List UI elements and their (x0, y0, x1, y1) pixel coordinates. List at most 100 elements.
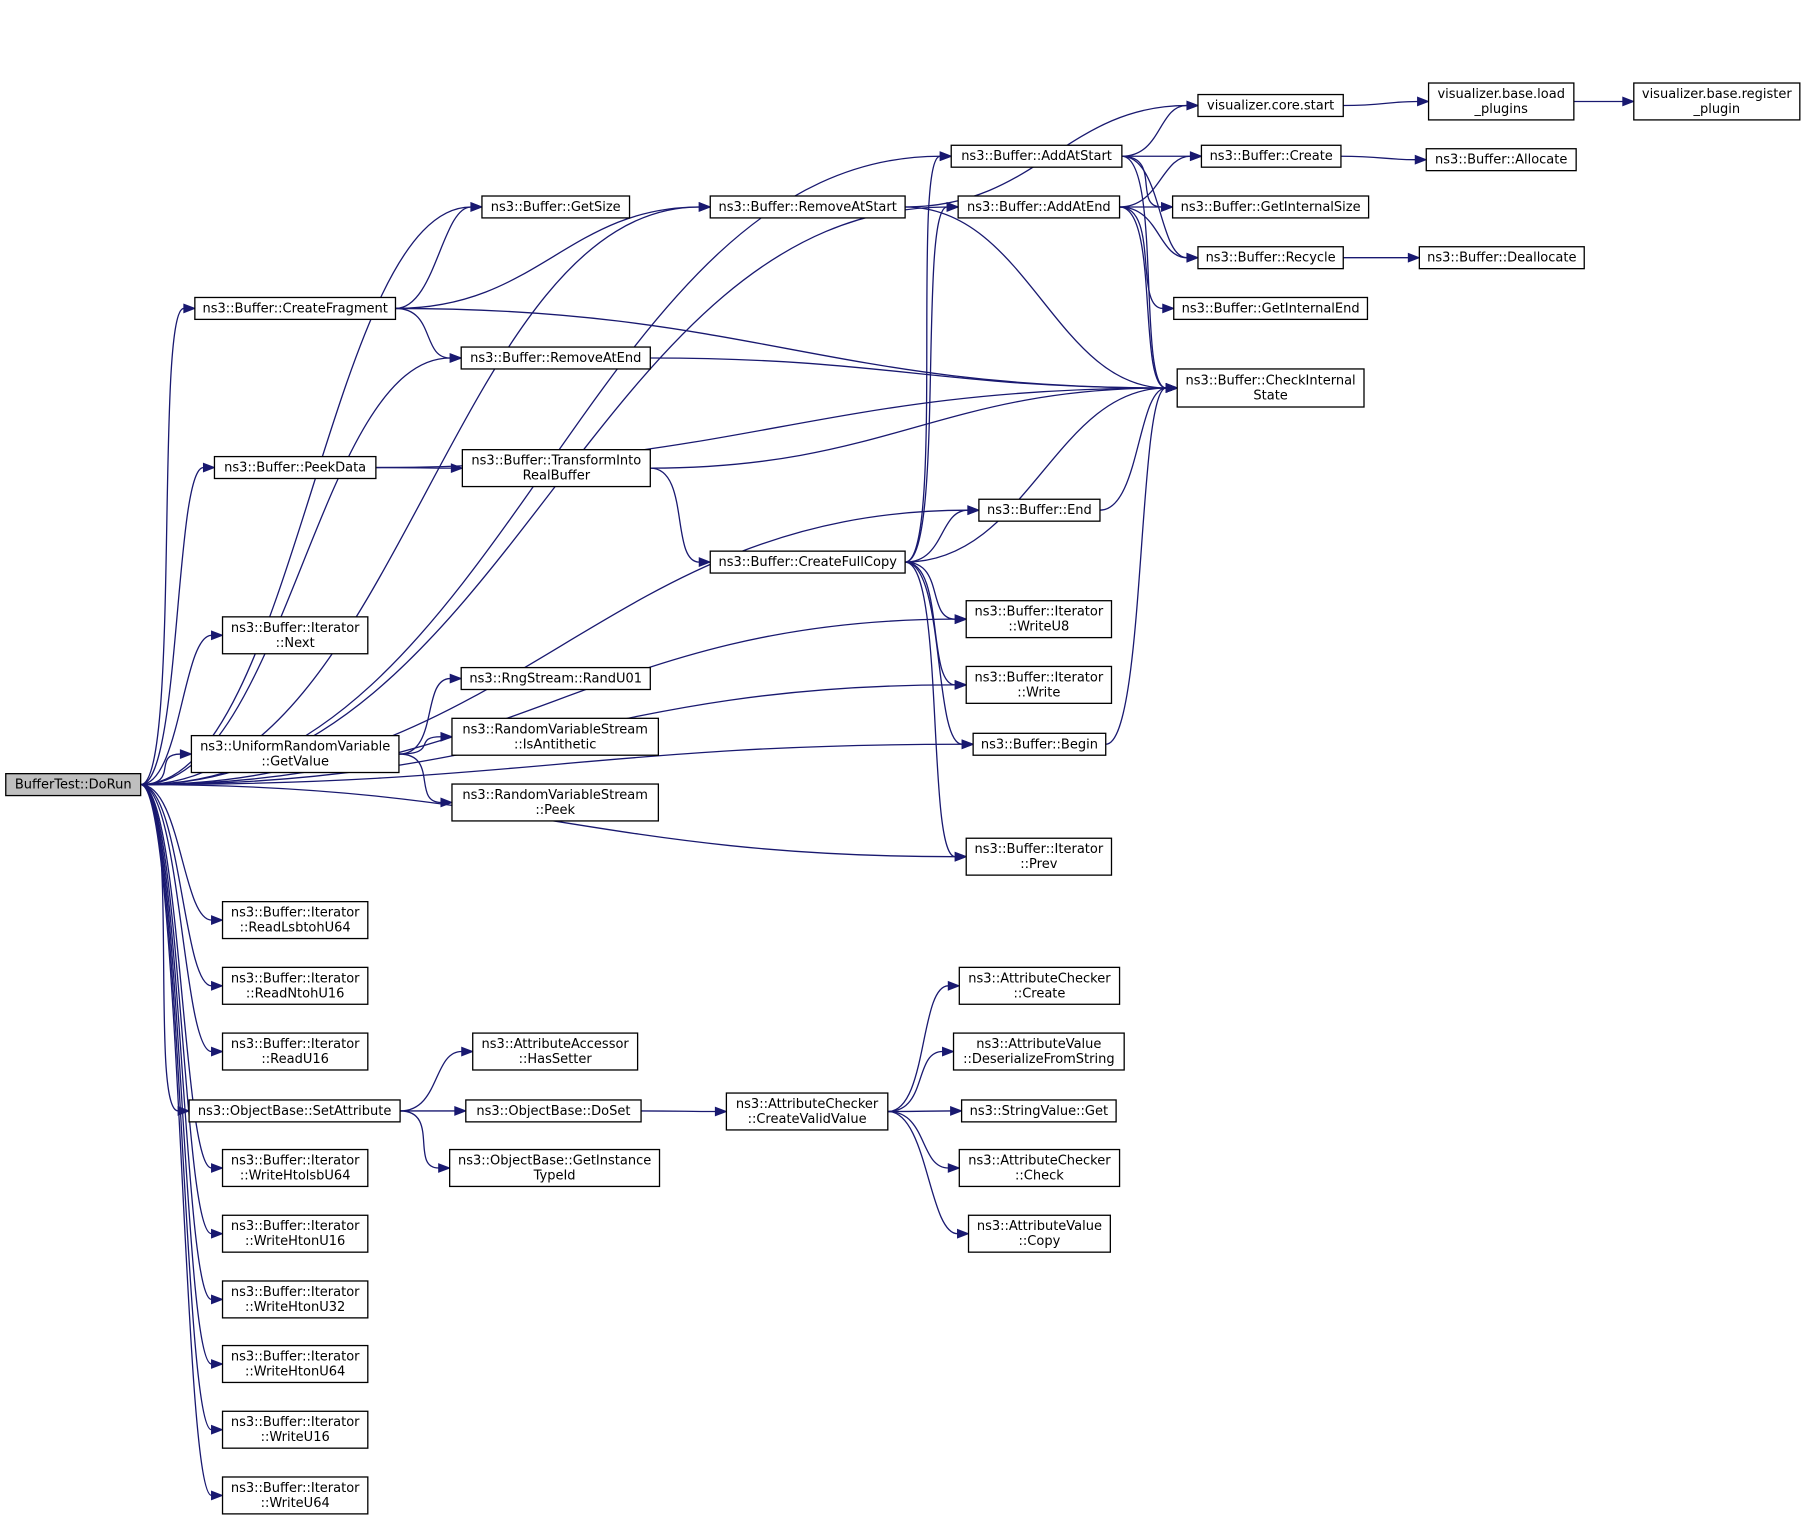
node-readu16[interactable]: ns3::Buffer::Iterator::ReadU16 (221, 1032, 369, 1071)
node-iterprev[interactable]: ns3::Buffer::Iterator::Prev (965, 837, 1113, 876)
edge-setattribute-to-hassetter (400, 1046, 475, 1112)
node-label: ::Copy (1019, 1234, 1061, 1249)
node-peekdata[interactable]: ns3::Buffer::PeekData (213, 455, 377, 480)
node-removeatend[interactable]: ns3::Buffer::RemoveAtEnd (460, 346, 651, 370)
node-begin[interactable]: ns3::Buffer::Begin (972, 732, 1107, 756)
node-addatend[interactable]: ns3::Buffer::AddAtEnd (957, 195, 1121, 219)
node-createfullcopy[interactable]: ns3::Buffer::CreateFullCopy (709, 550, 906, 574)
node-box (1171, 195, 1370, 219)
node-deserialize[interactable]: ns3::AttributeValue::DeserializeFromStri… (952, 1032, 1125, 1071)
node-registerplugin[interactable]: visualizer.base.register_plugin (1633, 82, 1801, 121)
node-box (451, 717, 660, 756)
node-writeu8[interactable]: ns3::Buffer::Iterator::WriteU8 (965, 600, 1113, 639)
node-label: ::ReadNtohU16 (246, 986, 345, 1001)
node-label: ns3::Buffer::PeekData (224, 461, 366, 476)
node-acreate[interactable]: ns3::AttributeChecker::Create (958, 966, 1121, 1005)
edge-line (887, 1050, 943, 1113)
node-readntohu16[interactable]: ns3::Buffer::Iterator::ReadNtohU16 (221, 966, 369, 1005)
node-writehtonu32[interactable]: ns3::Buffer::Iterator::WriteHtonU32 (221, 1280, 369, 1319)
node-writeu16[interactable]: ns3::Buffer::Iterator::WriteU16 (221, 1410, 369, 1449)
edge-bcreate-to-allocate (1340, 154, 1428, 165)
node-recycle[interactable]: ns3::Buffer::Recycle (1197, 246, 1344, 270)
edge-createfullcopy-to-checkinternal (905, 383, 1179, 563)
node-box (1197, 93, 1344, 118)
node-box (958, 966, 1121, 1005)
node-addatstart[interactable]: ns3::Buffer::AddAtStart (950, 144, 1123, 168)
edge-line (904, 206, 948, 563)
node-box (190, 734, 400, 774)
node-label: ns3::AttributeChecker (968, 1153, 1111, 1168)
edge-line (140, 357, 451, 786)
node-writehtonu64[interactable]: ns3::Buffer::Iterator::WriteHtonU64 (221, 1344, 369, 1384)
node-writehtolsbu64[interactable]: ns3::Buffer::Iterator::WriteHtolsbU64 (221, 1148, 369, 1188)
edge-dorun-to-writeu64 (140, 783, 224, 1501)
arrowhead (211, 1163, 224, 1173)
edge-dorun-to-removeatend (140, 353, 463, 786)
node-allocate[interactable]: ns3::Buffer::Allocate (1425, 148, 1577, 172)
node-box (460, 346, 651, 370)
arrowhead (954, 614, 968, 625)
edge-line (140, 466, 204, 786)
node-label: ns3::AttributeAccessor (482, 1037, 630, 1052)
edge-line (140, 783, 212, 1169)
node-bcreate[interactable]: ns3::Buffer::Create (1200, 144, 1342, 168)
node-label: ns3::Buffer::Deallocate (1427, 251, 1576, 266)
node-getinternalend[interactable]: ns3::Buffer::GetInternalEnd (1173, 296, 1369, 321)
node-hassetter[interactable]: ns3::AttributeAccessor::HasSetter (472, 1032, 639, 1071)
node-removeatstart[interactable]: ns3::Buffer::RemoveAtStart (709, 195, 906, 219)
edge-line (1340, 155, 1416, 161)
edge-addatend-to-checkinternal (1119, 206, 1179, 393)
edge-createfragment-to-getsize (395, 202, 484, 310)
node-randu01[interactable]: ns3::RngStream::RandU01 (460, 666, 651, 691)
node-label: ns3::Buffer::RemoveAtEnd (470, 351, 641, 366)
nodes-layer: BufferTest::DoRun ns3::Buffer::AddAtStart… (5, 82, 1801, 1515)
node-isantithetic[interactable]: ns3::RandomVariableStream::IsAntithetic (451, 717, 660, 756)
node-loadplugins[interactable]: visualizer.base.load_plugins (1427, 82, 1575, 121)
node-writeu64[interactable]: ns3::Buffer::Iterator::WriteU64 (221, 1476, 369, 1515)
node-dorun[interactable]: BufferTest::DoRun (5, 773, 142, 797)
node-label: ns3::Buffer::Iterator (231, 1349, 360, 1364)
node-label: ns3::AttributeChecker (968, 971, 1111, 986)
node-createvalidvalue[interactable]: ns3::AttributeChecker::CreateValidValue (725, 1092, 889, 1131)
node-label: ns3::UniformRandomVariable (200, 740, 390, 755)
arrowhead (202, 462, 216, 473)
node-createfragment[interactable]: ns3::Buffer::CreateFragment (194, 296, 397, 321)
node-box (213, 455, 377, 480)
node-readlsbtohu64[interactable]: ns3::Buffer::Iterator::ReadLsbtohU64 (221, 900, 369, 940)
node-acheck[interactable]: ns3::AttributeChecker::Check (958, 1148, 1121, 1188)
node-box (449, 1148, 661, 1188)
node-getsize[interactable]: ns3::Buffer::GetSize (481, 195, 631, 219)
edge-line (1119, 155, 1191, 208)
node-label: RealBuffer (523, 469, 591, 484)
node-label: State (1253, 388, 1287, 403)
node-iterwrite[interactable]: ns3::Buffer::Iterator::Write (965, 665, 1113, 704)
node-doset[interactable]: ns3::ObjectBase::DoSet (465, 1099, 642, 1123)
node-iternext[interactable]: ns3::Buffer::Iterator::Next (221, 616, 369, 655)
edge-line (905, 561, 956, 620)
edge-transform-to-createfullcopy (650, 467, 712, 568)
node-label: visualizer.base.load (1437, 87, 1565, 102)
node-label: ::WriteHtonU64 (245, 1364, 345, 1379)
arrowhead (211, 1490, 224, 1501)
node-writehtonu16[interactable]: ns3::Buffer::Iterator::WriteHtonU16 (221, 1214, 369, 1253)
arrowhead (1162, 303, 1176, 314)
node-getinternalsize[interactable]: ns3::Buffer::GetInternalSize (1171, 195, 1370, 219)
node-deallocate[interactable]: ns3::Buffer::Deallocate (1418, 246, 1585, 270)
node-setattribute[interactable]: ns3::ObjectBase::SetAttribute (188, 1099, 401, 1123)
node-avcopy[interactable]: ns3::AttributeValue::Copy (967, 1214, 1111, 1253)
node-rvspeek[interactable]: ns3::RandomVariableStream::Peek (451, 783, 660, 822)
node-label: ns3::Buffer::CheckInternal (1186, 373, 1356, 388)
node-urvgetvalue[interactable]: ns3::UniformRandomVariable::GetValue (190, 734, 400, 774)
node-label: ns3::Buffer::AddAtStart (961, 149, 1112, 164)
edge-line (140, 618, 956, 786)
edge-line (395, 206, 472, 310)
node-stringget[interactable]: ns3::StringValue::Get (960, 1099, 1117, 1123)
node-corestart[interactable]: visualizer.core.start (1197, 93, 1344, 118)
arrowhead (1414, 154, 1428, 165)
arrowhead (183, 303, 197, 314)
node-end[interactable]: ns3::Buffer::End (978, 498, 1101, 522)
